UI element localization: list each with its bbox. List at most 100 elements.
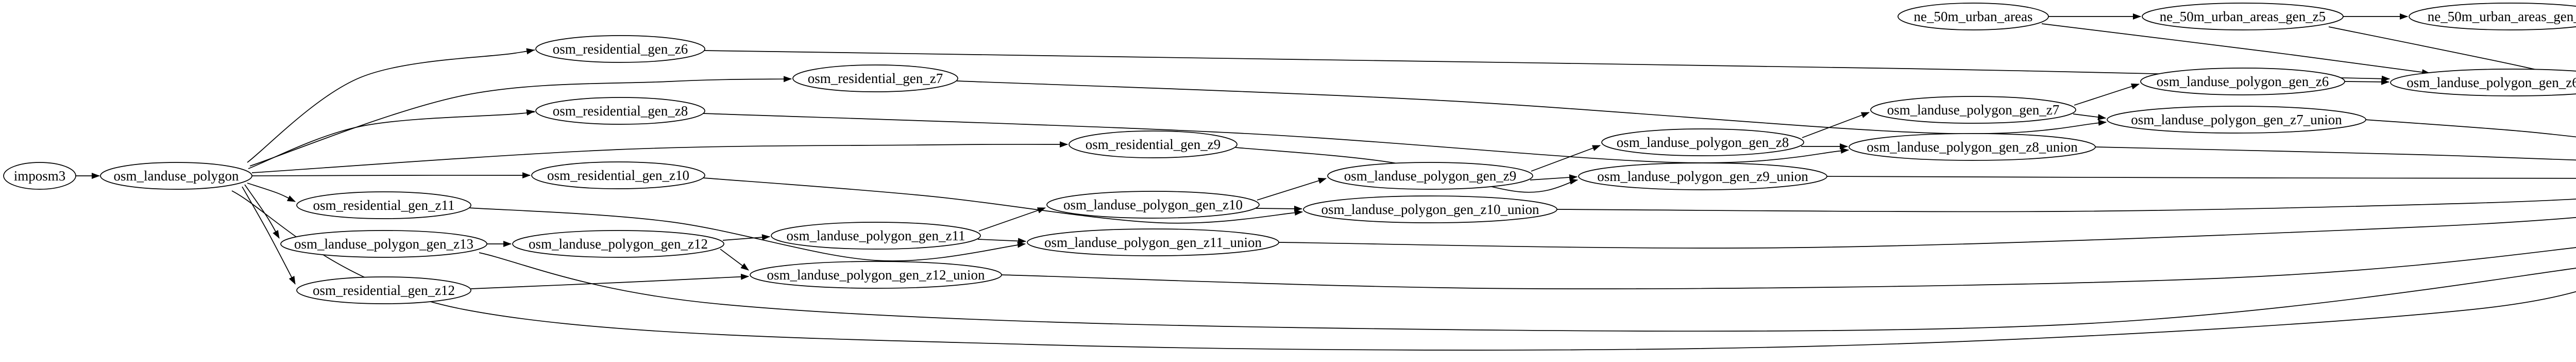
node-osm_landuse_polygon_gen_z7: osm_landuse_polygon_gen_z7: [1870, 96, 2076, 124]
node-ellipse-osm_landuse_polygon: [100, 162, 252, 190]
edge-osm_landuse_polygon_gen_z10_union-to-layer_landuse.z10: [1556, 199, 2576, 212]
node-label-osm_residential_gen_z12: osm_residential_gen_z12: [313, 283, 455, 298]
node-ellipse-osm_landuse_polygon_gen_z7: [1870, 96, 2076, 124]
node-ellipse-osm_landuse_polygon_gen_z9: [1327, 162, 1533, 190]
edge-osm_landuse_polygon_gen_z12-to-osm_landuse_polygon_gen_z12_union: [720, 249, 749, 271]
node-osm_landuse_polygon_gen_z9: osm_landuse_polygon_gen_z9: [1327, 162, 1533, 190]
node-ellipse-osm_landuse_polygon_gen_z8: [1601, 128, 1804, 156]
node-ne_50m_urban_areas: ne_50m_urban_areas: [1897, 3, 2049, 30]
edge-osm_landuse_polygon-to-osm_residential_gen_z11: [247, 183, 296, 202]
node-osm_landuse_polygon_gen_z10_union: osm_landuse_polygon_gen_z10_union: [1303, 195, 1557, 223]
node-ne_50m_urban_areas_gen_z4: ne_50m_urban_areas_gen_z4: [2409, 3, 2576, 30]
node-osm_residential_gen_z12: osm_residential_gen_z12: [296, 276, 471, 304]
edge-osm_landuse_polygon_gen_z11-to-osm_landuse_polygon_gen_z11_union: [977, 238, 1026, 244]
edge-osm_landuse_polygon_gen_z10-to-osm_landuse_polygon_gen_z9: [1257, 177, 1327, 201]
node-label-osm_landuse_polygon_gen_z10: osm_landuse_polygon_gen_z10: [1063, 197, 1243, 212]
node-ellipse-osm_landuse_polygon_gen_z12_union: [750, 261, 1002, 289]
node-ellipse-osm_landuse_polygon_gen_z8_union: [1849, 133, 2096, 161]
node-label-osm_landuse_polygon_gen_z13: osm_landuse_polygon_gen_z13: [294, 236, 473, 252]
nodes-layer: imposm3 osm_landuse_polygon osm_residentia…: [3, 3, 2576, 304]
node-ellipse-osm_landuse_polygon_gen_z7_union: [2107, 106, 2366, 134]
edge-osm_landuse_polygon-to-layer_landuse.z14+: [231, 190, 2576, 351]
edge-ne_50m_urban_areas-to-osm_landuse_polygon_gen_z6_union: [2041, 23, 2430, 75]
node-label-ne_50m_urban_areas_gen_z4: ne_50m_urban_areas_gen_z4: [2428, 9, 2576, 24]
node-osm_landuse_polygon_gen_z9_union: osm_landuse_polygon_gen_z9_union: [1578, 162, 1827, 190]
node-osm_landuse_polygon_gen_z8: osm_landuse_polygon_gen_z8: [1601, 128, 1804, 156]
edge-osm_landuse_polygon-to-osm_landuse_polygon_gen_z13: [244, 184, 280, 239]
node-label-osm_residential_gen_z9: osm_residential_gen_z9: [1086, 137, 1221, 152]
node-label-osm_residential_gen_z8: osm_residential_gen_z8: [553, 103, 688, 119]
node-label-osm_landuse_polygon_gen_z9: osm_landuse_polygon_gen_z9: [1344, 168, 1516, 184]
edge-osm_landuse_polygon-to-osm_residential_gen_z8: [248, 109, 535, 169]
node-label-ne_50m_urban_areas_gen_z5: ne_50m_urban_areas_gen_z5: [2160, 9, 2326, 24]
edge-osm_landuse_polygon_gen_z12-to-osm_landuse_polygon_gen_z11: [722, 234, 770, 241]
edge-osm_landuse_polygon_gen_z11-to-osm_landuse_polygon_gen_z10: [978, 207, 1046, 232]
edge-osm_landuse_polygon-to-osm_residential_gen_z9: [251, 141, 1068, 173]
edge-osm_landuse_polygon-to-osm_residential_gen_z6: [247, 48, 535, 163]
node-osm_residential_gen_z9: osm_residential_gen_z9: [1069, 130, 1238, 158]
node-osm_residential_gen_z6: osm_residential_gen_z6: [535, 35, 705, 63]
node-ellipse-osm_residential_gen_z12: [296, 276, 471, 304]
node-osm_landuse_polygon_gen_z12: osm_landuse_polygon_gen_z12: [512, 230, 724, 258]
node-osm_residential_gen_z7: osm_residential_gen_z7: [792, 64, 958, 92]
node-ellipse-osm_residential_gen_z6: [535, 35, 705, 63]
node-osm_landuse_polygon_gen_z11: osm_landuse_polygon_gen_z11: [771, 222, 981, 250]
node-ellipse-ne_50m_urban_areas_gen_z4: [2409, 3, 2576, 30]
node-ellipse-osm_landuse_polygon_gen_z9_union: [1578, 162, 1827, 190]
node-label-osm_residential_gen_z6: osm_residential_gen_z6: [553, 41, 688, 57]
node-label-osm_residential_gen_z10: osm_residential_gen_z10: [547, 168, 689, 183]
node-label-osm_landuse_polygon_gen_z8_union: osm_landuse_polygon_gen_z8_union: [1867, 139, 2078, 155]
node-osm_landuse_polygon_gen_z11_union: osm_landuse_polygon_gen_z11_union: [1027, 228, 1279, 256]
node-label-osm_landuse_polygon_gen_z12: osm_landuse_polygon_gen_z12: [529, 236, 708, 252]
node-osm_landuse_polygon_gen_z6: osm_landuse_polygon_gen_z6: [2140, 68, 2345, 95]
edge-osm_landuse_polygon_gen_z9-to-osm_landuse_polygon_gen_z8: [1531, 145, 1601, 172]
node-ellipse-osm_residential_gen_z9: [1069, 130, 1238, 158]
node-ellipse-osm_residential_gen_z7: [792, 64, 958, 92]
edge-osm_landuse_polygon_gen_z12_union-to-layer_landuse.z12: [1001, 247, 2576, 289]
node-osm_residential_gen_z8: osm_residential_gen_z8: [535, 97, 705, 125]
edge-osm_landuse_polygon_gen_z10-to-osm_landuse_polygon_gen_z10_union: [1256, 205, 1302, 212]
node-osm_landuse_polygon_gen_z13: osm_landuse_polygon_gen_z13: [280, 230, 487, 258]
edge-osm_landuse_polygon_gen_z13-to-layer_landuse.z13: [479, 252, 2576, 332]
node-ellipse-ne_50m_urban_areas_gen_z5: [2142, 3, 2344, 30]
node-label-imposm3: imposm3: [14, 168, 66, 184]
edge-osm_landuse_polygon_gen_z8-to-osm_landuse_polygon_gen_z7: [1802, 112, 1870, 138]
node-label-osm_landuse_polygon_gen_z7_union: osm_landuse_polygon_gen_z7_union: [2131, 112, 2342, 127]
node-osm_landuse_polygon_gen_z8_union: osm_landuse_polygon_gen_z8_union: [1849, 133, 2096, 161]
node-ellipse-osm_landuse_polygon_gen_z11_union: [1027, 228, 1279, 256]
node-osm_landuse_polygon_gen_z12_union: osm_landuse_polygon_gen_z12_union: [750, 261, 1002, 289]
edge-osm_landuse_polygon_gen_z7-to-osm_landuse_polygon_gen_z7_union: [2073, 113, 2106, 121]
node-ellipse-osm_landuse_polygon_gen_z6_union: [2390, 69, 2576, 96]
node-label-osm_landuse_polygon_gen_z10_union: osm_landuse_polygon_gen_z10_union: [1321, 202, 1539, 217]
node-ellipse-osm_residential_gen_z10: [531, 161, 705, 189]
edge-osm_landuse_polygon-to-osm_residential_gen_z10: [251, 172, 531, 178]
edge-osm_landuse_polygon_gen_z11_union-to-layer_landuse.z11: [1278, 217, 2576, 249]
node-osm_residential_gen_z11: osm_residential_gen_z11: [296, 191, 471, 219]
node-ellipse-osm_landuse_polygon_gen_z11: [771, 222, 981, 250]
node-ne_50m_urban_areas_gen_z5: ne_50m_urban_areas_gen_z5: [2142, 3, 2344, 30]
node-ellipse-osm_residential_gen_z8: [535, 97, 705, 125]
node-label-osm_landuse_polygon_gen_z6: osm_landuse_polygon_gen_z6: [2157, 74, 2329, 89]
edge-osm_residential_gen_z10-to-osm_landuse_polygon_gen_z10_union: [703, 177, 1303, 224]
node-label-osm_landuse_polygon_gen_z6_union: osm_landuse_polygon_gen_z6_union: [2406, 75, 2576, 90]
node-ellipse-imposm3: [3, 162, 76, 190]
node-ellipse-osm_residential_gen_z11: [296, 191, 471, 219]
edge-osm_residential_gen_z7-to-osm_landuse_polygon_gen_z7_union: [956, 80, 2107, 135]
edge-osm_landuse_polygon_gen_z7_union-to-layer_landuse.z7: [2364, 119, 2576, 138]
node-osm_landuse_polygon: osm_landuse_polygon: [100, 162, 252, 190]
node-osm_landuse_polygon_gen_z10: osm_landuse_polygon_gen_z10: [1046, 191, 1260, 219]
node-ellipse-osm_landuse_polygon_gen_z10: [1046, 191, 1260, 219]
node-ellipse-ne_50m_urban_areas: [1897, 3, 2049, 30]
edge-osm_landuse_polygon_gen_z6-to-osm_landuse_polygon_gen_z6_union: [2343, 78, 2389, 85]
node-label-osm_landuse_polygon_gen_z7: osm_landuse_polygon_gen_z7: [1887, 102, 2059, 118]
node-ellipse-osm_landuse_polygon_gen_z10_union: [1303, 195, 1557, 223]
node-label-osm_landuse_polygon_gen_z12_union: osm_landuse_polygon_gen_z12_union: [767, 267, 985, 283]
node-ellipse-osm_landuse_polygon_gen_z6: [2140, 68, 2345, 95]
node-imposm3: imposm3: [3, 162, 76, 190]
node-label-ne_50m_urban_areas: ne_50m_urban_areas: [1914, 9, 2033, 24]
edge-osm_landuse_polygon_gen_z9_union-to-layer_landuse.z9: [1826, 176, 2576, 179]
node-osm_landuse_polygon_gen_z6_union: osm_landuse_polygon_gen_z6_union: [2390, 69, 2576, 96]
node-label-osm_landuse_polygon: osm_landuse_polygon: [114, 168, 239, 184]
